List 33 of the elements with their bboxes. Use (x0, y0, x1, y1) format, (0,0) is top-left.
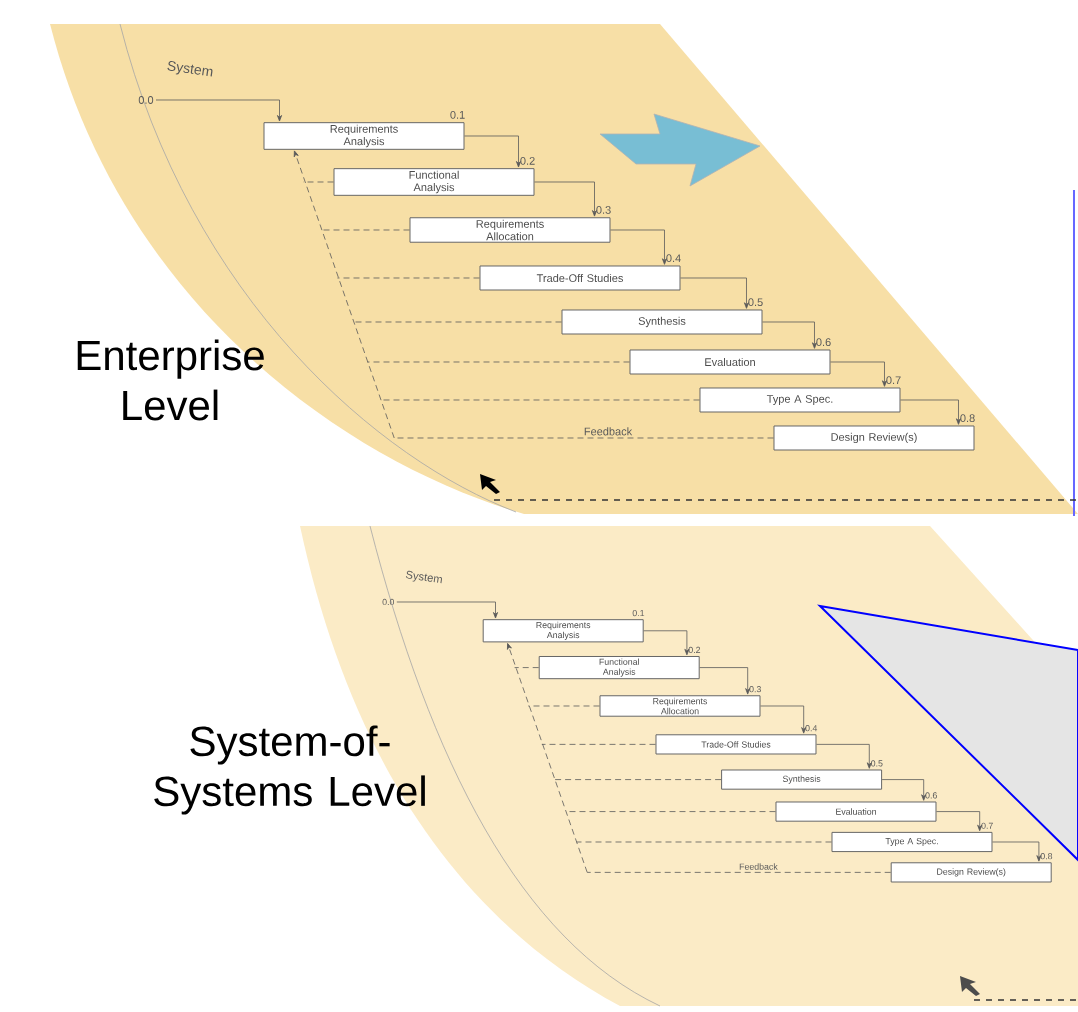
arrow (464, 135, 521, 168)
feedback-line (337, 277, 480, 279)
arrow (900, 399, 961, 425)
arrow (680, 277, 749, 309)
feedback-line (527, 705, 600, 707)
level-label: Enterprise Level (77, 339, 264, 421)
arrow (762, 321, 817, 349)
arrow (507, 643, 588, 873)
feedback-line (576, 841, 832, 843)
arrow (699, 667, 751, 695)
feedback-line (565, 811, 776, 812)
feedback-line (586, 872, 892, 873)
arrow (830, 361, 887, 387)
arrow (293, 150, 395, 439)
arrow (881, 779, 927, 801)
feedback-line (380, 399, 700, 401)
arrow (534, 181, 597, 217)
feedback-line (352, 321, 562, 323)
arrow (610, 229, 667, 265)
feedback-line (554, 779, 722, 780)
arrow (396, 601, 498, 619)
feedback-line (319, 229, 410, 231)
arrow (816, 744, 872, 769)
arrow (155, 99, 282, 122)
feedback-line (366, 361, 630, 363)
arrow (936, 811, 983, 832)
feedback-line (393, 437, 774, 439)
feedback-line (514, 667, 540, 668)
feedback-line (541, 744, 656, 745)
arrow (992, 841, 1042, 862)
feedback-line (302, 181, 334, 183)
arrow (643, 630, 690, 656)
arrow (760, 705, 807, 734)
